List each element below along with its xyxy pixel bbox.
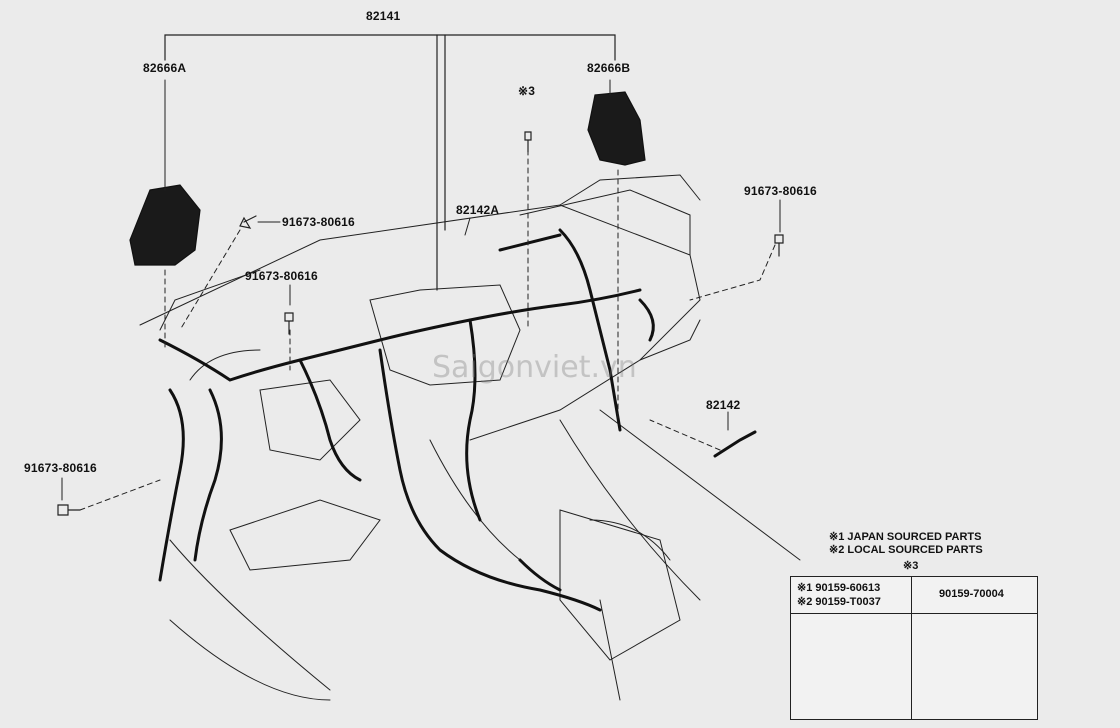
dashed-leaders [79, 149, 776, 511]
leader-82141 [164, 34, 616, 291]
connector-82666a [129, 184, 201, 266]
label-82142: 82142 [706, 398, 741, 412]
label-82666a: 82666A [143, 61, 187, 75]
connector-82666b [587, 91, 646, 166]
label-82142a: 82142A [456, 203, 500, 217]
table-part-japan: ※1 90159-60613 [797, 582, 881, 594]
sub-harness-82142 [713, 430, 757, 458]
label-bolt-91673-c: 91673-80616 [744, 184, 817, 198]
fastener-table: ※1 90159-60613 ※2 90159-T0037 90159-7000… [790, 576, 1038, 720]
table-part-local: ※2 90159-T0037 [797, 596, 881, 608]
legend-japan-sourced: ※1 JAPAN SOURCED PARTS [829, 531, 982, 543]
label-82666b: 82666B [587, 61, 631, 75]
table-column-divider [911, 577, 912, 719]
table-part-90159-70004: 90159-70004 [939, 588, 1004, 600]
dashboard-outline [139, 174, 801, 701]
label-note-3: ※3 [518, 84, 536, 98]
legend-table-mark: ※3 [903, 560, 919, 572]
label-leaders [61, 79, 781, 501]
legend-local-sourced: ※2 LOCAL SOURCED PARTS [829, 544, 983, 556]
label-82141: 82141 [366, 9, 401, 23]
label-bolt-91673-b: 91673-80616 [245, 269, 318, 283]
table-row-divider [791, 613, 1037, 614]
label-bolt-91673-d: 91673-80616 [24, 461, 97, 475]
label-bolt-91673-a: 91673-80616 [282, 215, 355, 229]
watermark: Saigonviet.vn [432, 350, 637, 385]
bolt-icon [57, 131, 784, 516]
harness-wires [158, 228, 655, 612]
